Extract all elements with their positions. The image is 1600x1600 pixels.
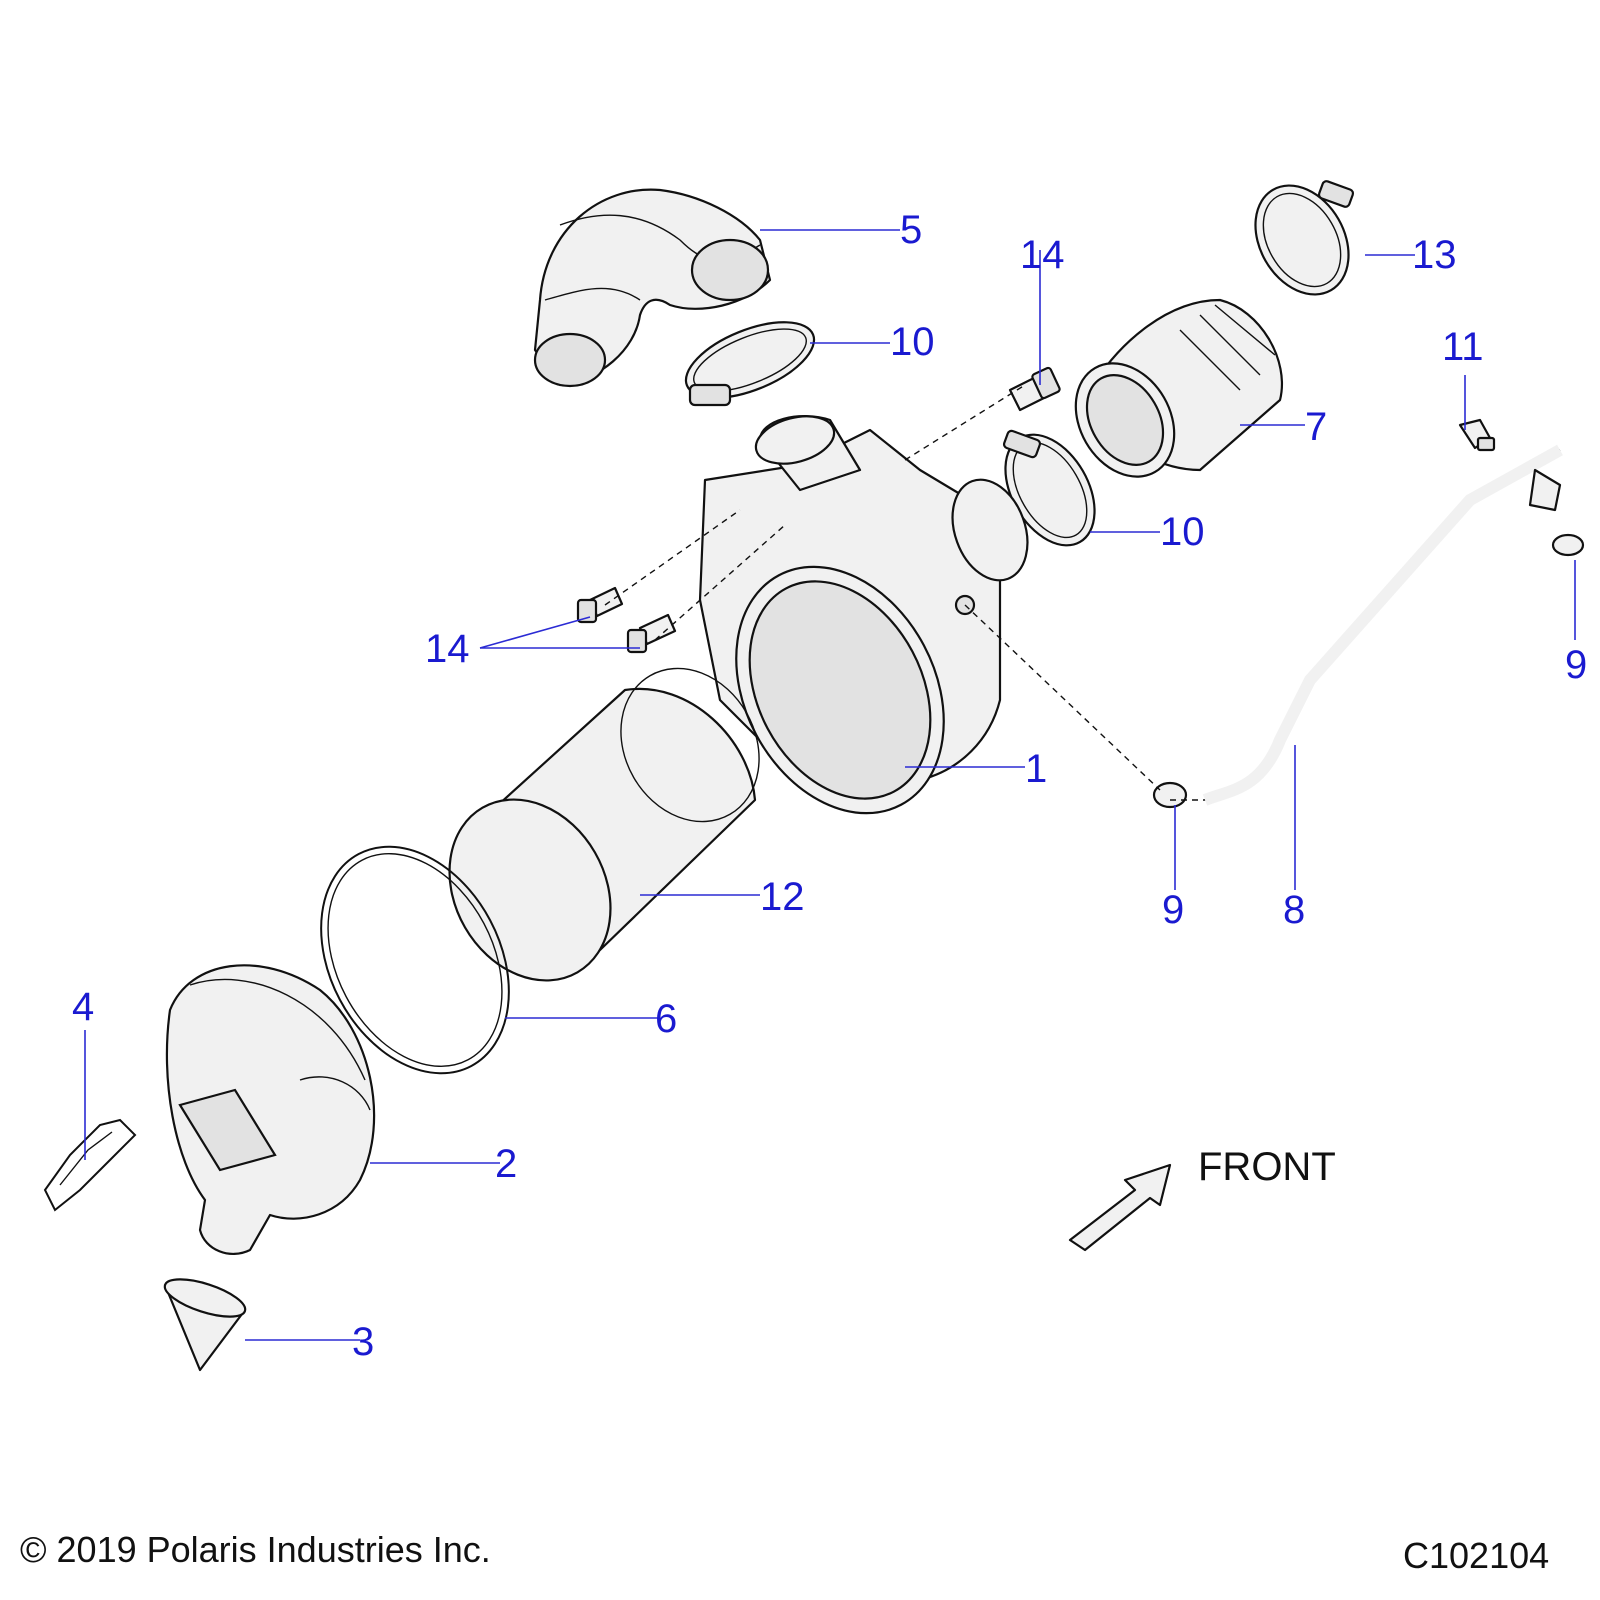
callout-9-lower: 9 bbox=[1162, 888, 1184, 932]
callout-1: 1 bbox=[1025, 747, 1047, 791]
front-label: FRONT bbox=[1198, 1145, 1336, 1189]
callout-2: 2 bbox=[495, 1142, 517, 1186]
part-7-outlet-boot bbox=[1074, 298, 1283, 478]
callout-10-lower: 10 bbox=[1160, 510, 1205, 554]
callout-12: 12 bbox=[760, 875, 805, 919]
callout-14-left: 14 bbox=[425, 627, 470, 671]
callout-13: 13 bbox=[1412, 233, 1457, 277]
part-3-drain-valve bbox=[163, 1278, 247, 1372]
callout-10-upper: 10 bbox=[890, 320, 935, 364]
part-9-hose-clamps bbox=[1152, 533, 1585, 809]
callout-11: 11 bbox=[1442, 325, 1484, 369]
part-13-clamp bbox=[1254, 180, 1355, 296]
callout-14-top: 14 bbox=[1020, 233, 1065, 277]
leader-lines bbox=[84, 229, 1576, 1341]
front-arrow-icon bbox=[1068, 1163, 1172, 1252]
part-8-breather-hose bbox=[1202, 444, 1563, 806]
callout-5: 5 bbox=[900, 208, 922, 252]
front-direction-indicator: FRONT bbox=[1068, 1145, 1336, 1252]
part-6-seal-ring bbox=[320, 845, 510, 1075]
callout-4: 4 bbox=[72, 985, 94, 1029]
callout-6: 6 bbox=[655, 997, 677, 1041]
callout-3: 3 bbox=[352, 1320, 374, 1364]
part-4-latch bbox=[43, 1118, 137, 1212]
part-14-top-bolt bbox=[1008, 366, 1061, 412]
part-10-upper-clamp bbox=[684, 321, 816, 407]
assembly-dashed-lines bbox=[604, 384, 1205, 801]
copyright-notice: © 2019 Polaris Industries Inc. bbox=[20, 1529, 491, 1570]
diagram-code: C102104 bbox=[1403, 1535, 1549, 1576]
part-11-clip bbox=[1458, 418, 1496, 452]
callout-7: 7 bbox=[1305, 405, 1327, 449]
callout-9-right: 9 bbox=[1565, 643, 1587, 687]
part-5-intake-elbow bbox=[533, 188, 772, 388]
part-2-airbox-cover bbox=[165, 964, 376, 1255]
part-14-lower-bolts bbox=[576, 586, 677, 654]
part-1-airbox-housing bbox=[698, 415, 1029, 815]
callout-labels: 1 2 3 4 5 6 7 8 9 9 10 10 11 12 13 14 14 bbox=[72, 208, 1587, 1364]
callout-8: 8 bbox=[1283, 888, 1305, 932]
